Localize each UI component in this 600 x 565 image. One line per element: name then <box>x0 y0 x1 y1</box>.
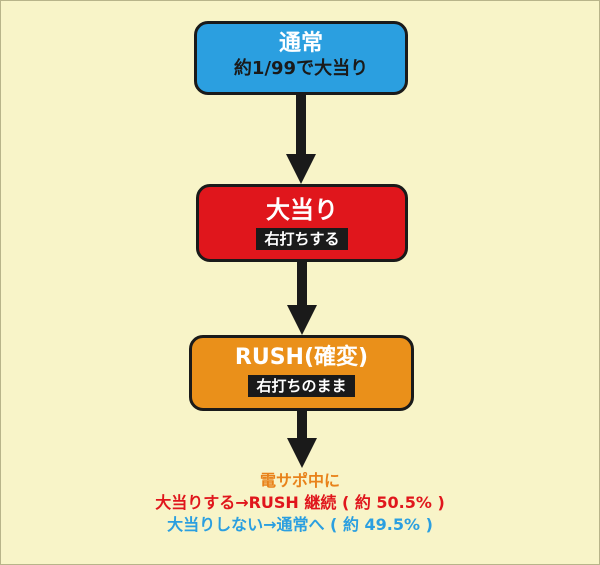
arrow-head <box>287 305 317 335</box>
outcome-text: 電サポ中に 大当りする→RUSH 継続 ( 約 50.5% ) 大当りしない→通… <box>100 470 500 536</box>
arrow-shaft <box>297 411 307 439</box>
node-normal: 通常 約1/99で大当り <box>194 21 408 95</box>
node-jackpot: 大当り 右打ちする <box>196 184 408 262</box>
node-rush: RUSH(確変) 右打ちのまま <box>189 335 414 411</box>
node-jackpot-title: 大当り <box>266 196 338 224</box>
outcome-heading: 電サポ中に <box>259 471 340 490</box>
node-rush-title: RUSH(確変) <box>234 345 369 370</box>
arrow-rush-to-outcomes <box>287 411 317 468</box>
arrow-jackpot-to-rush <box>287 262 317 335</box>
arrow-shaft <box>297 262 307 306</box>
arrow-head <box>287 438 317 468</box>
node-normal-subtitle: 約1/99で大当り <box>233 58 369 79</box>
node-jackpot-tag: 右打ちする <box>256 228 348 250</box>
arrow-normal-to-jackpot <box>286 95 316 184</box>
arrow-head <box>286 154 316 184</box>
arrow-shaft <box>296 95 306 155</box>
node-rush-tag: 右打ちのまま <box>248 375 355 397</box>
outcome-win-line: 大当りする→RUSH 継続 ( 約 50.5% ) <box>155 493 445 512</box>
outcome-lose-line: 大当りしない→通常へ ( 約 49.5% ) <box>167 515 433 534</box>
node-normal-title: 通常 <box>278 31 323 56</box>
